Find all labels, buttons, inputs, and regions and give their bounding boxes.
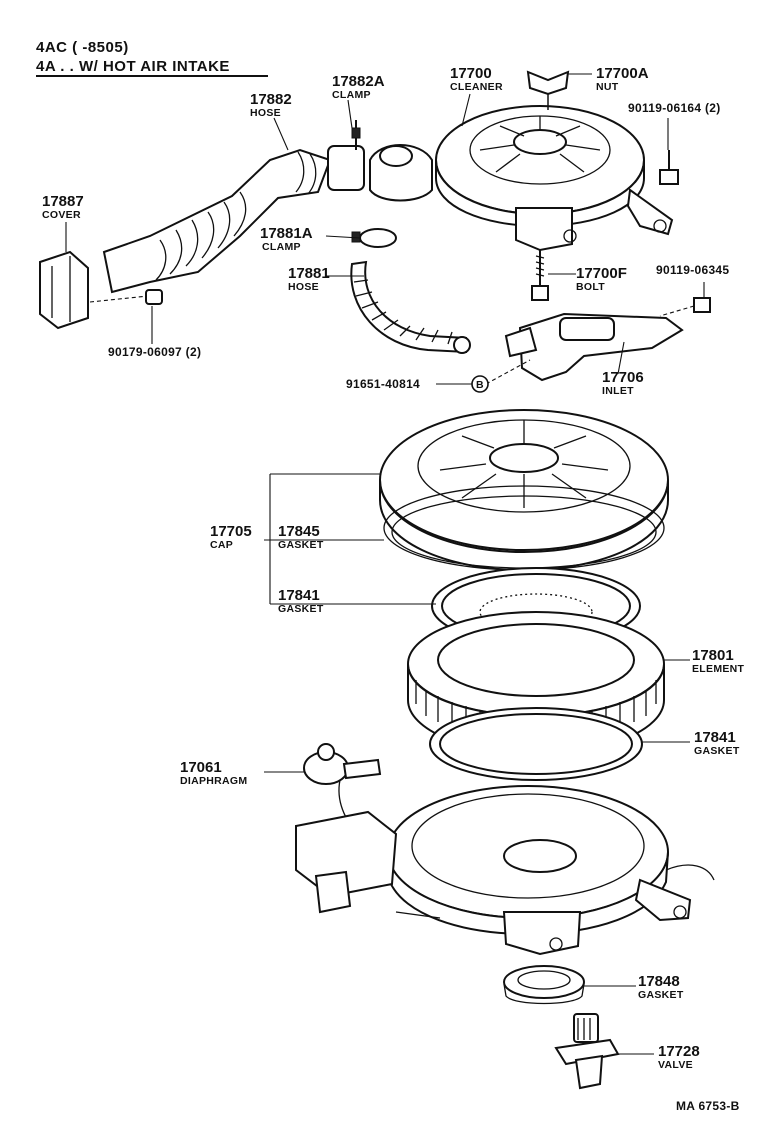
part-number: 90179-06097 (2) — [108, 345, 201, 359]
part-name: ELEMENT — [692, 663, 745, 675]
part-label-hose-main: 17882 HOSE — [250, 91, 292, 119]
part-name: CLEANER — [450, 81, 503, 93]
part-label-gasket-17841-lower: 17841 GASKET — [694, 729, 740, 757]
drawing-valve — [554, 1013, 620, 1090]
part-label-cover: 17887 COVER — [42, 193, 84, 221]
part-number: 17845 — [278, 523, 320, 540]
drawing-bolt-17700f — [531, 250, 549, 301]
part-label-nut-90179: 90179-06097 (2) — [108, 345, 201, 359]
leader-lines: B — [65, 73, 705, 1055]
part-label-clip-91651: 91651-40814 — [346, 377, 420, 391]
part-number: 17728 — [658, 1043, 700, 1060]
drawing-cap — [379, 409, 669, 572]
part-number: 91651-40814 — [346, 377, 420, 391]
part-name: GASKET — [694, 745, 740, 757]
part-name: HOSE — [288, 281, 319, 293]
part-label-nut: 17700A NUT — [596, 65, 649, 93]
drawing-hose-small — [350, 260, 471, 354]
part-label-clamp-upper: 17882A CLAMP — [332, 73, 385, 101]
drawing-inlet — [504, 312, 684, 382]
part-name: GASKET — [638, 989, 684, 1001]
part-label-hose-small: 17881 HOSE — [288, 265, 330, 293]
part-number: 17841 — [278, 587, 320, 604]
part-number: 17882A — [332, 73, 385, 90]
drawing-cover — [39, 250, 149, 330]
header-line-2: 4A . . W/ HOT AIR INTAKE — [36, 58, 230, 75]
drawing-hose-main — [102, 148, 332, 294]
part-number: 17705 — [210, 523, 252, 540]
part-name: GASKET — [278, 539, 324, 551]
marker-b-label: B — [476, 379, 484, 391]
drawing-clamp-upper — [327, 120, 365, 191]
part-label-cleaner: 17700 CLEANER — [450, 65, 503, 93]
part-label-diaphragm: 17061 DIAPHRAGM — [180, 759, 247, 787]
part-name: INLET — [602, 385, 634, 397]
part-number: 17801 — [692, 647, 734, 664]
part-label-clamp-lower: 17881A CLAMP — [260, 225, 313, 253]
part-label-bolt-17700f: 17700F BOLT — [576, 265, 627, 293]
part-label-gasket-17841-upper: 17841 GASKET — [278, 587, 324, 615]
part-label-element: 17801 ELEMENT — [692, 647, 745, 675]
part-name: HOSE — [250, 107, 281, 119]
part-label-inlet: 17706 INLET — [602, 369, 644, 397]
part-number: 17881 — [288, 265, 330, 282]
part-number: 17700 — [450, 65, 492, 82]
part-number: 17700F — [576, 265, 627, 282]
part-number: 17848 — [638, 973, 680, 990]
drawing-cleaner-body — [295, 785, 715, 956]
part-number: 17882 — [250, 91, 292, 108]
part-number: 17706 — [602, 369, 644, 386]
part-number: 17841 — [694, 729, 736, 746]
part-number: 17700A — [596, 65, 649, 82]
drawing-bolt-top-right — [659, 150, 679, 185]
part-number: 17887 — [42, 193, 84, 210]
drawing-nut-90179 — [145, 289, 163, 305]
drawing-clip-91651 — [485, 359, 531, 385]
part-name: GASKET — [278, 603, 324, 615]
part-label-bolt-90119-06345: 90119-06345 — [656, 263, 729, 277]
part-number: 90119-06164 (2) — [628, 101, 721, 115]
part-name: BOLT — [576, 281, 605, 293]
header-line-1: 4AC ( -8505) — [36, 39, 129, 56]
drawing-cleaner-top — [369, 105, 674, 252]
part-label-cap: 17705 CAP — [210, 523, 252, 551]
part-number: 17881A — [260, 225, 313, 242]
part-name: COVER — [42, 209, 81, 221]
drawing-gasket-17841-lower — [429, 707, 643, 781]
part-name: NUT — [596, 81, 619, 93]
part-label-bolt-90119-06164: 90119-06164 (2) — [628, 101, 721, 115]
part-number: 90119-06345 — [656, 263, 729, 277]
part-name: CLAMP — [332, 89, 371, 101]
part-number: 17061 — [180, 759, 222, 776]
footer-code: MA 6753-B — [676, 1099, 740, 1113]
drawing-bolt-90119-06345 — [659, 297, 711, 317]
part-label-valve: 17728 VALVE — [658, 1043, 700, 1071]
part-name: CLAMP — [262, 241, 301, 253]
part-label-gasket-17845: 17845 GASKET — [278, 523, 324, 551]
part-name: VALVE — [658, 1059, 693, 1071]
part-name: CAP — [210, 539, 233, 551]
part-name: DIAPHRAGM — [180, 775, 247, 787]
drawing-wing-nut — [526, 70, 570, 110]
part-label-gasket-17848: 17848 GASKET — [638, 973, 684, 1001]
drawing-gasket-17848 — [503, 965, 585, 1005]
diagram-header: 4AC ( -8505) 4A . . W/ HOT AIR INTAKE — [36, 39, 268, 77]
